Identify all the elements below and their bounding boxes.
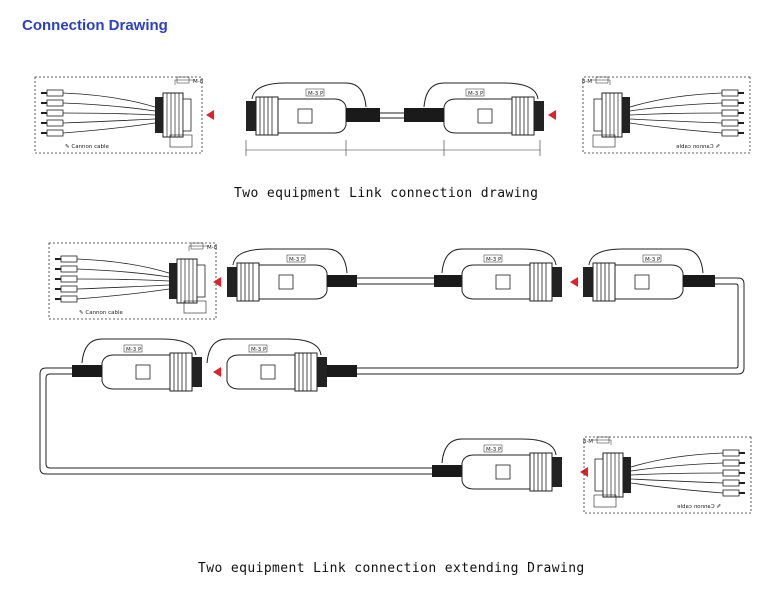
fan-out-panel-left	[48, 242, 219, 320]
connection-arrow	[570, 277, 578, 287]
link-drawing-caption: Two equipment Link connection drawing	[234, 186, 539, 201]
dimension-line	[245, 140, 541, 156]
connector-plug	[206, 338, 328, 392]
connection-arrow	[206, 110, 214, 120]
cable-boot	[346, 108, 380, 122]
extending-drawing-caption: Two equipment Link connection extending …	[198, 561, 585, 576]
routed-cable	[39, 367, 432, 475]
fan-out-panel-left	[34, 76, 205, 154]
routed-cable	[357, 277, 745, 375]
fan-out-panel-right	[581, 436, 752, 514]
page-title: Connection Drawing	[22, 17, 168, 34]
link-drawing	[34, 76, 751, 156]
fan-out-panel-right	[580, 76, 751, 154]
connection-arrow	[213, 277, 221, 287]
connection-arrow	[548, 110, 556, 120]
cable-boot	[404, 108, 444, 122]
connection-arrow	[213, 367, 221, 377]
extending-drawing	[39, 242, 752, 514]
